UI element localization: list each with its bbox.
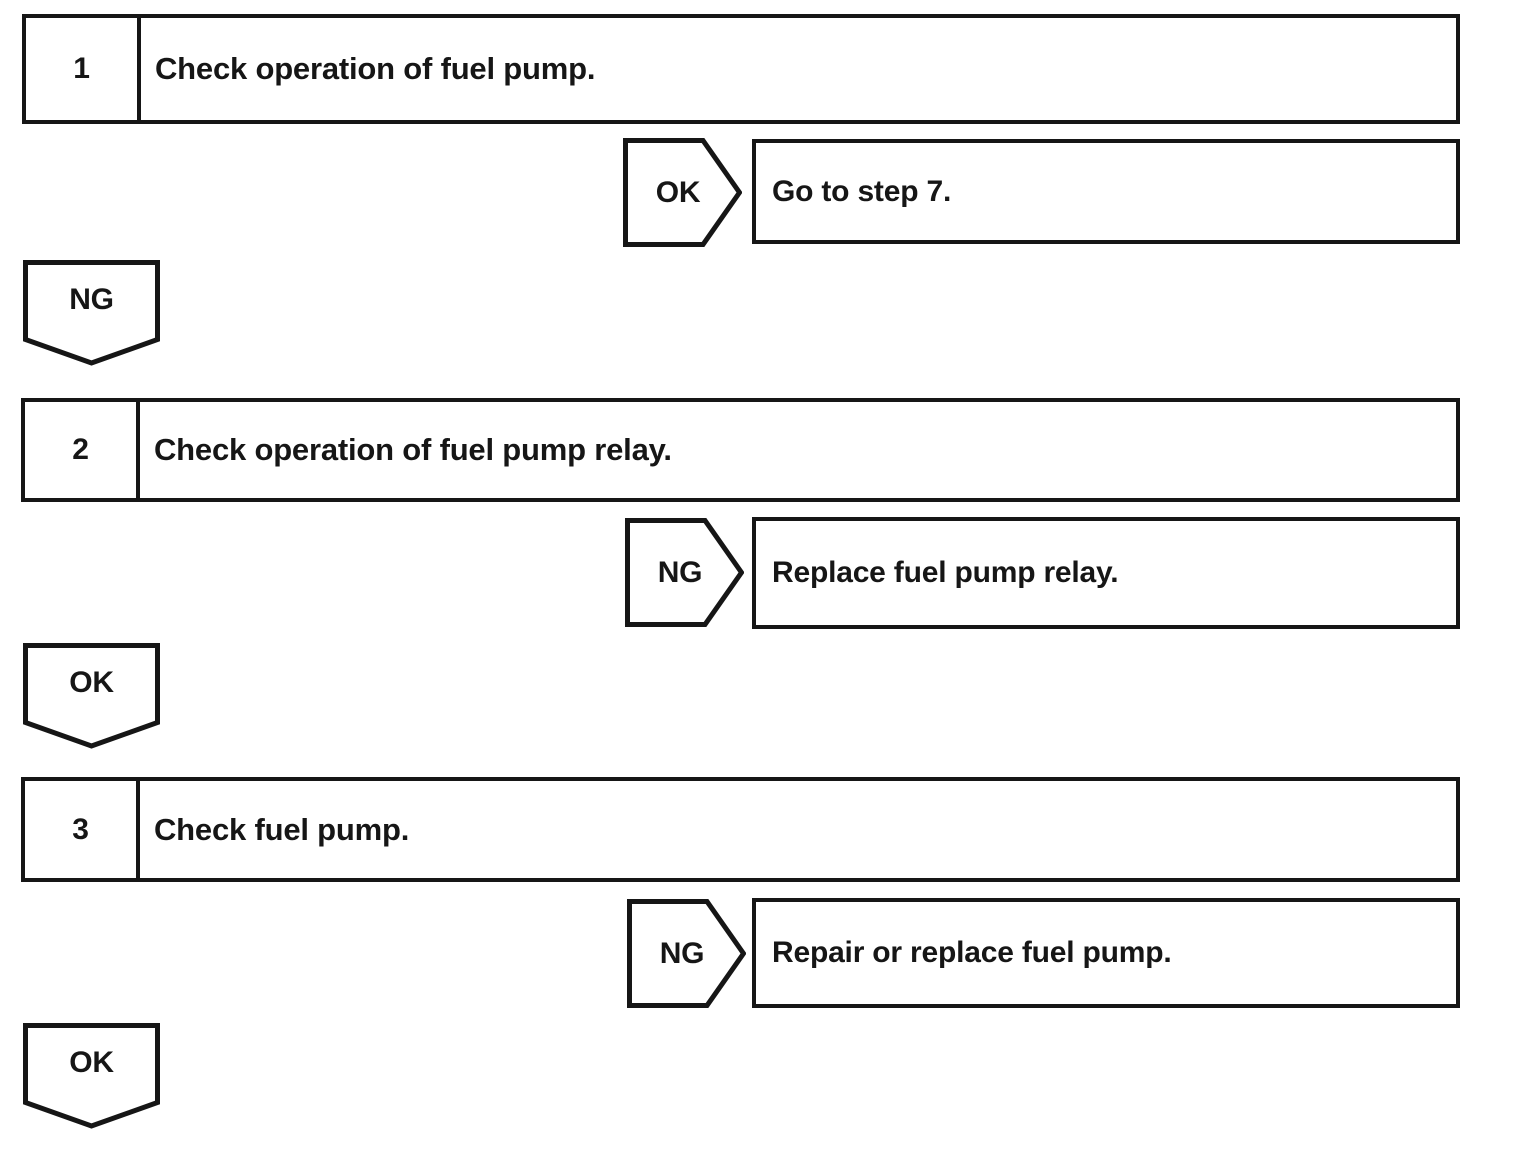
branch-action-box-2: Replace fuel pump relay.	[752, 517, 1460, 629]
down-arrow-icon	[23, 260, 160, 366]
branch-action-box-3: Repair or replace fuel pump.	[752, 898, 1460, 1008]
continue-tag-label: NG	[69, 283, 114, 316]
branch-tag-label: NG	[659, 936, 705, 970]
continue-connector-ok-2: OK	[23, 643, 160, 749]
branch-tag-label: NG	[657, 555, 703, 589]
branch-tag-label: OK	[655, 175, 701, 209]
step-box-2: 2 Check operation of fuel pump relay.	[21, 398, 1460, 502]
continue-tag-label: OK	[69, 666, 114, 699]
right-arrow-icon	[627, 899, 746, 1008]
step-number: 1	[26, 18, 141, 120]
continue-connector-ok-3: OK	[23, 1023, 160, 1129]
step-number: 2	[25, 402, 140, 498]
continue-connector-ng-1: NG	[23, 260, 160, 366]
down-arrow-icon	[23, 643, 160, 749]
branch-connector-ng-2: NG	[625, 518, 744, 627]
branch-connector-ng-3: NG	[627, 899, 746, 1008]
step-number: 3	[25, 781, 140, 878]
step-box-3: 3 Check fuel pump.	[21, 777, 1460, 882]
right-arrow-icon	[625, 518, 744, 627]
step-instruction: Check operation of fuel pump relay.	[154, 432, 672, 467]
branch-action-box-1: Go to step 7.	[752, 139, 1460, 244]
step-instruction: Check operation of fuel pump.	[155, 51, 596, 86]
right-arrow-icon	[623, 138, 742, 247]
down-arrow-icon	[23, 1023, 160, 1129]
branch-action-text: Go to step 7.	[772, 174, 952, 208]
branch-action-text: Replace fuel pump relay.	[772, 556, 1119, 589]
branch-action-text: Repair or replace fuel pump.	[772, 936, 1172, 969]
continue-tag-label: OK	[69, 1046, 114, 1079]
branch-connector-ok-1: OK	[623, 138, 742, 247]
step-box-1: 1 Check operation of fuel pump.	[22, 14, 1460, 124]
step-instruction: Check fuel pump.	[154, 811, 410, 847]
